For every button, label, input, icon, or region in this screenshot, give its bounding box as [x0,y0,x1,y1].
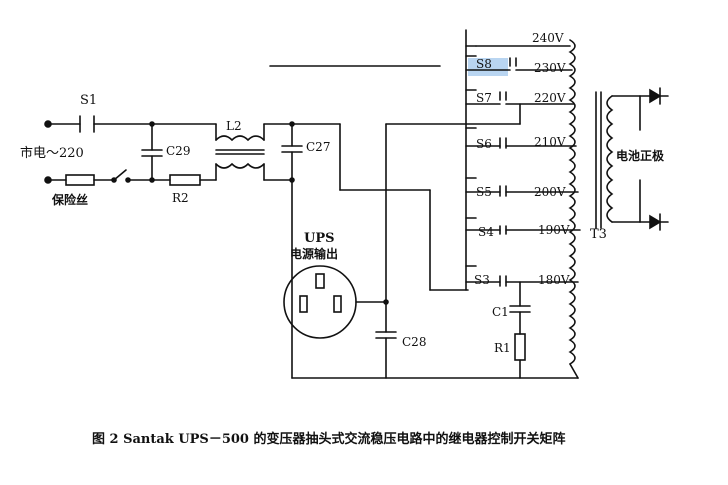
junction [383,299,389,305]
tap-voltage: 190V [538,223,570,237]
relay-label: S4 [478,225,494,239]
wire [569,363,579,379]
mains-label: 市电～220 [20,145,84,161]
switch-blade [113,169,127,181]
c1-label: C1 [492,305,509,319]
relay-label: S7 [476,91,492,105]
ups-label-2: 电源输出 [290,246,338,261]
r2-resistor [169,174,201,186]
l2-winding-top [215,135,265,142]
fuse-symbol [65,174,95,186]
relay-label: S3 [474,273,490,287]
tap-voltage: 180V [538,273,570,287]
tap-voltage: 210V [534,135,566,149]
s8-highlight [468,58,508,76]
r1-resistor [514,333,526,361]
r1-label: R1 [494,341,511,355]
l2-winding-bottom [215,162,265,169]
relay-label: S5 [476,185,492,199]
tap-220: S7 220V [465,89,575,105]
t3-secondary-winding [606,95,614,223]
fuse-label: 保险丝 [51,192,88,207]
battery-label: 电池正极 [616,148,665,163]
s1-label: S1 [80,93,97,108]
t3-label: T3 [590,227,607,242]
outlet-pin-top [315,273,325,289]
tap-voltage: 200V [534,185,566,199]
t3-primary-winding [568,39,576,365]
tap-200: S5 200V [465,177,579,199]
outlet-pin-right [333,295,342,313]
figure-caption: 图 2 Santak UPS－500 的变压器抽头式交流稳压电路中的继电器控制开… [92,432,566,447]
l2-label: L2 [226,119,242,133]
r2-label: R2 [172,191,189,205]
ups-outlet [283,265,357,339]
relay-label: S8 [476,57,492,71]
c29-label: C29 [166,144,190,158]
tap-190: S4 190V [465,217,581,239]
junction [149,177,155,183]
tap-180: S3 180V [465,265,579,287]
relay-label: S6 [476,137,492,151]
c27-label: C27 [306,140,330,154]
tap-voltage: 220V [534,91,566,105]
tap-voltage: 230V [534,61,566,75]
tap-240: 240V [465,31,571,47]
outlet-pin-left [299,295,308,313]
c28-label: C28 [402,335,426,349]
diode-top [639,87,669,105]
ups-label: UPS [304,231,335,246]
tap-210: S6 210V [465,127,577,151]
diode-bottom [639,213,669,231]
tap-voltage: 240V [532,31,564,45]
tap-230: S8 230V [465,55,573,75]
